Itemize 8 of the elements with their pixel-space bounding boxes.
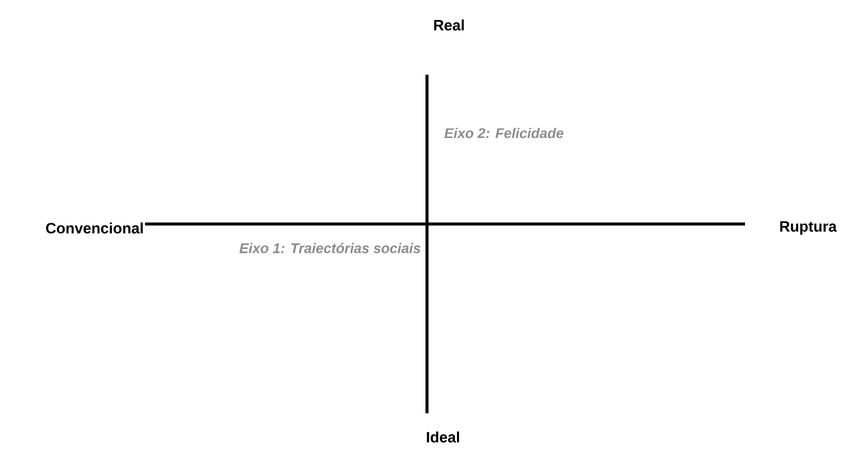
pole-label: Ideal — [426, 432, 460, 442]
axis-title: Eixo 2: Felicidade — [444, 128, 564, 138]
pole-label: Real — [434, 20, 464, 30]
pole-label: Ruptura — [780, 221, 837, 235]
pole-label: Convencional — [46, 222, 143, 234]
axis-title: Eixo 1: Traiectórias sociais — [239, 242, 420, 254]
axis-line — [426, 74, 428, 414]
axis-line — [145, 222, 745, 226]
